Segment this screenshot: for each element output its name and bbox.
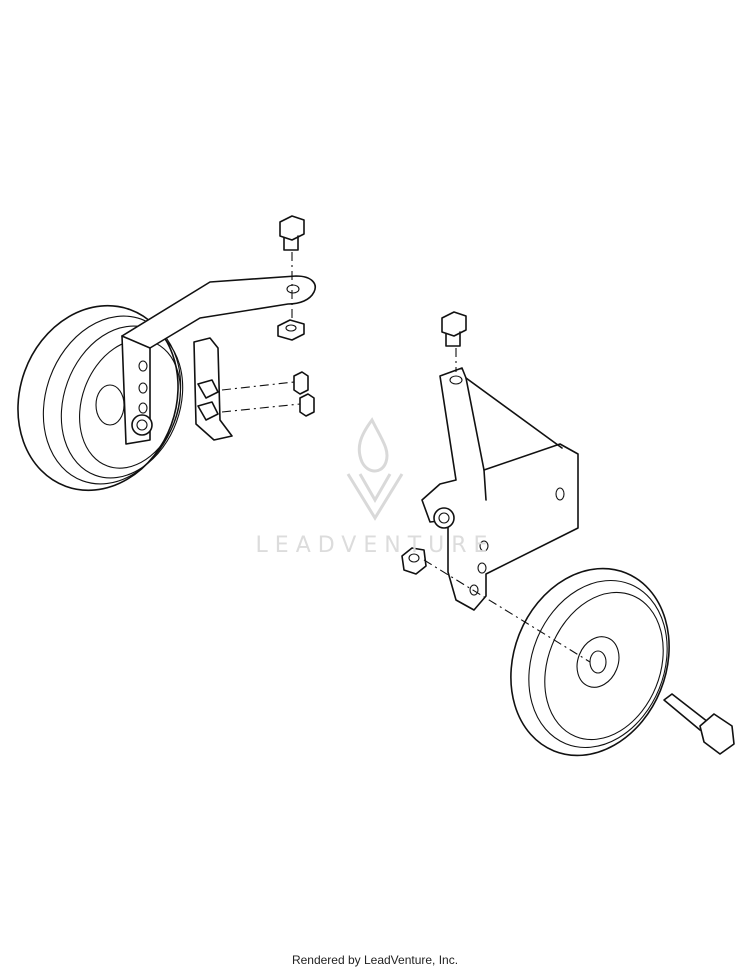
footer-credit: Rendered by LeadVenture, Inc.	[291, 953, 459, 967]
watermark-logo-icon	[346, 417, 404, 521]
left-top-bolt	[279, 215, 305, 251]
left-small-nuts	[293, 371, 315, 417]
left-side-plate	[193, 337, 233, 441]
right-bracket	[421, 367, 579, 611]
left-top-nut	[277, 319, 305, 341]
right-top-bolt	[441, 311, 467, 347]
left-bracket	[121, 275, 316, 445]
left-axle-nut	[131, 414, 153, 436]
right-wheel-assembly	[401, 311, 735, 757]
left-wheel-assembly	[17, 215, 316, 492]
right-axle-bolt	[663, 693, 735, 755]
right-bracket-nut	[433, 507, 455, 529]
right-loose-nut	[401, 547, 427, 575]
